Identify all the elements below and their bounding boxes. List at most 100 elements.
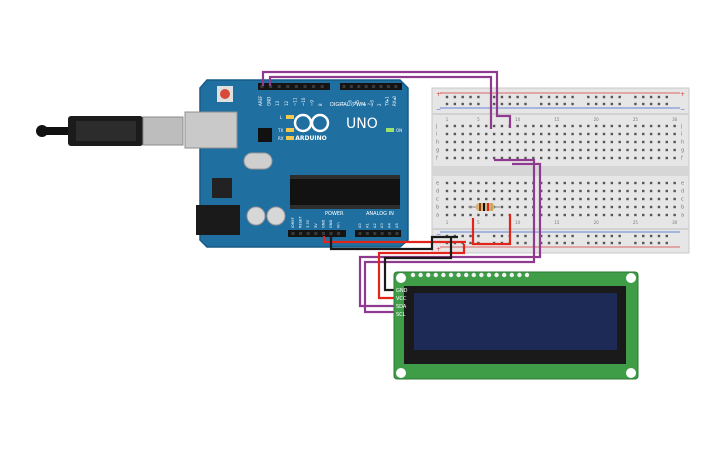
breadboard-hole[interactable]: [469, 156, 472, 160]
breadboard-hole[interactable]: [555, 156, 559, 160]
rail-hole[interactable]: [610, 241, 614, 245]
breadboard-hole[interactable]: [587, 213, 590, 217]
rail-hole[interactable]: [563, 234, 566, 238]
breadboard-hole[interactable]: [626, 181, 629, 185]
breadboard-hole[interactable]: [461, 181, 464, 185]
rail-hole[interactable]: [469, 95, 472, 99]
breadboard-hole[interactable]: [485, 132, 488, 136]
header-pin[interactable]: [260, 85, 264, 88]
breadboard-hole[interactable]: [524, 132, 527, 136]
breadboard-hole[interactable]: [579, 205, 582, 209]
breadboard-hole[interactable]: [634, 148, 637, 152]
breadboard-hole[interactable]: [555, 189, 559, 193]
breadboard-hole[interactable]: [657, 124, 661, 128]
breadboard-hole[interactable]: [626, 156, 629, 160]
breadboard-hole[interactable]: [642, 205, 645, 209]
header-pin[interactable]: [342, 85, 346, 88]
breadboard-hole[interactable]: [508, 148, 511, 152]
breadboard-hole[interactable]: [516, 140, 519, 144]
breadboard-hole[interactable]: [626, 132, 629, 136]
power-pin[interactable]: [321, 232, 325, 235]
rail-hole[interactable]: [477, 234, 480, 238]
breadboard-hole[interactable]: [555, 140, 559, 144]
breadboard-hole[interactable]: [610, 213, 614, 217]
breadboard-hole[interactable]: [579, 124, 582, 128]
breadboard-hole[interactable]: [508, 140, 511, 144]
rail-hole[interactable]: [547, 102, 551, 106]
rail-hole[interactable]: [492, 95, 496, 99]
breadboard-hole[interactable]: [642, 181, 645, 185]
breadboard-hole[interactable]: [500, 205, 504, 209]
rail-hole[interactable]: [500, 95, 504, 99]
rail-hole[interactable]: [657, 234, 661, 238]
breadboard-hole[interactable]: [469, 132, 472, 136]
breadboard-hole[interactable]: [673, 197, 676, 201]
breadboard-hole[interactable]: [618, 132, 621, 136]
breadboard-hole[interactable]: [492, 213, 496, 217]
breadboard-hole[interactable]: [673, 148, 676, 152]
breadboard-hole[interactable]: [626, 197, 629, 201]
power-pin[interactable]: [329, 232, 333, 235]
lcd-i2c-module[interactable]: GND VCC SDA SCL: [393, 271, 639, 380]
breadboard-hole[interactable]: [634, 213, 637, 217]
breadboard-hole[interactable]: [665, 124, 668, 128]
power-pin[interactable]: [306, 232, 310, 235]
breadboard-hole[interactable]: [469, 213, 472, 217]
breadboard-hole[interactable]: [618, 189, 621, 193]
rail-hole[interactable]: [445, 102, 449, 106]
breadboard-hole[interactable]: [594, 148, 598, 152]
breadboard-hole[interactable]: [477, 140, 480, 144]
rail-hole[interactable]: [516, 241, 519, 245]
breadboard-hole[interactable]: [532, 148, 535, 152]
breadboard-hole[interactable]: [657, 181, 661, 185]
breadboard-hole[interactable]: [657, 189, 661, 193]
breadboard-hole[interactable]: [555, 148, 559, 152]
breadboard-hole[interactable]: [602, 156, 606, 160]
rail-hole[interactable]: [540, 241, 543, 245]
rail-hole[interactable]: [657, 95, 661, 99]
rail-hole[interactable]: [602, 241, 606, 245]
breadboard-hole[interactable]: [571, 213, 574, 217]
breadboard-hole[interactable]: [445, 156, 449, 160]
breadboard-hole[interactable]: [524, 205, 527, 209]
breadboard-hole[interactable]: [571, 156, 574, 160]
breadboard-hole[interactable]: [524, 148, 527, 152]
breadboard-hole[interactable]: [547, 205, 551, 209]
rail-hole[interactable]: [649, 102, 653, 106]
breadboard-hole[interactable]: [594, 181, 598, 185]
breadboard-hole[interactable]: [610, 132, 614, 136]
breadboard-hole[interactable]: [649, 197, 653, 201]
analog-pin[interactable]: [380, 232, 384, 235]
rail-hole[interactable]: [642, 241, 645, 245]
breadboard-hole[interactable]: [626, 140, 629, 144]
breadboard-hole[interactable]: [594, 132, 598, 136]
breadboard-hole[interactable]: [587, 140, 590, 144]
rail-hole[interactable]: [547, 95, 551, 99]
breadboard-hole[interactable]: [453, 213, 457, 217]
breadboard-hole[interactable]: [445, 148, 449, 152]
breadboard-hole[interactable]: [673, 140, 676, 144]
breadboard-hole[interactable]: [563, 213, 566, 217]
breadboard-hole[interactable]: [516, 205, 519, 209]
breadboard-hole[interactable]: [571, 197, 574, 201]
header-pin[interactable]: [320, 85, 324, 88]
breadboard-hole[interactable]: [453, 205, 457, 209]
breadboard-hole[interactable]: [649, 156, 653, 160]
breadboard-hole[interactable]: [602, 132, 606, 136]
breadboard-hole[interactable]: [485, 156, 488, 160]
wire-red-resistor[interactable]: [471, 214, 512, 246]
breadboard-hole[interactable]: [602, 189, 606, 193]
breadboard-hole[interactable]: [492, 124, 496, 128]
breadboard-hole[interactable]: [563, 132, 566, 136]
breadboard-hole[interactable]: [547, 124, 551, 128]
breadboard-hole[interactable]: [524, 156, 527, 160]
breadboard-hole[interactable]: [555, 124, 559, 128]
rail-hole[interactable]: [642, 95, 645, 99]
breadboard-hole[interactable]: [563, 205, 566, 209]
breadboard-hole[interactable]: [563, 181, 566, 185]
breadboard-hole[interactable]: [657, 156, 661, 160]
breadboard-hole[interactable]: [469, 197, 472, 201]
breadboard-hole[interactable]: [492, 140, 496, 144]
header-pin[interactable]: [303, 85, 307, 88]
rail-hole[interactable]: [665, 241, 668, 245]
